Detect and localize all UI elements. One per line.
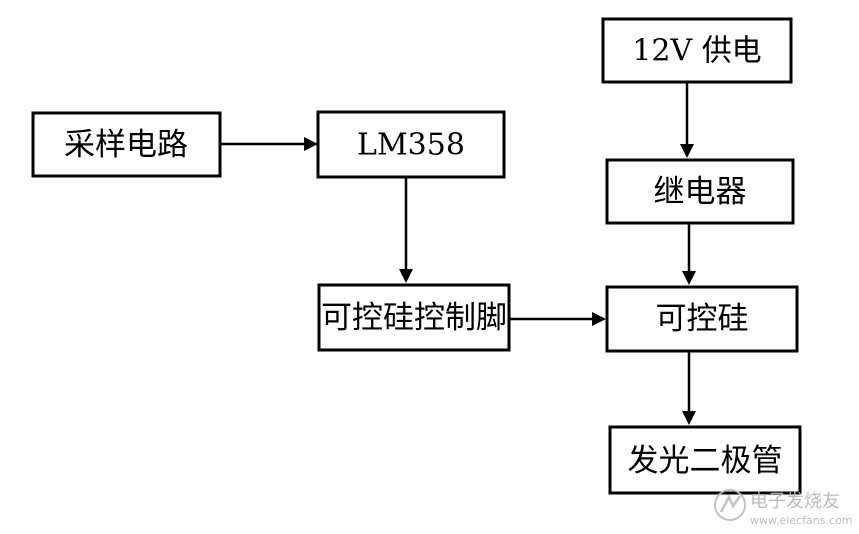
node-power-12v-label: 12V 供电	[632, 34, 761, 69]
arrow-power-to-relay	[680, 82, 694, 158]
watermark-logo-icon	[714, 489, 746, 521]
arrow-lm358-to-control-pin	[399, 177, 413, 283]
watermark-url: www.elecfans.com	[750, 514, 852, 527]
node-thyristor-control-pin: 可控硅控制脚	[317, 283, 511, 352]
node-led-label: 发光二极管	[628, 443, 783, 479]
node-thyristor: 可控硅	[605, 285, 799, 353]
watermark-text: 电子发烧友	[750, 491, 840, 512]
node-relay: 继电器	[605, 158, 795, 225]
node-lm358-label: LM358	[357, 128, 465, 163]
arrow-relay-to-thyristor	[682, 223, 696, 285]
node-led: 发光二极管	[608, 425, 802, 495]
watermark: 电子发烧友 www.elecfans.com	[714, 489, 852, 527]
arrow-thyristor-to-led	[682, 351, 696, 425]
node-sampling-circuit-label: 采样电路	[64, 127, 188, 163]
arrow-sampling-to-lm358	[220, 137, 318, 151]
node-thyristor-label: 可控硅	[656, 301, 749, 337]
node-thyristor-control-pin-label: 可控硅控制脚	[321, 300, 507, 336]
arrow-control-pin-to-thyristor	[509, 312, 606, 326]
node-lm358: LM358	[316, 110, 506, 179]
node-power-12v: 12V 供电	[601, 17, 793, 84]
node-relay-label: 继电器	[654, 174, 747, 210]
node-sampling-circuit: 采样电路	[31, 111, 222, 178]
